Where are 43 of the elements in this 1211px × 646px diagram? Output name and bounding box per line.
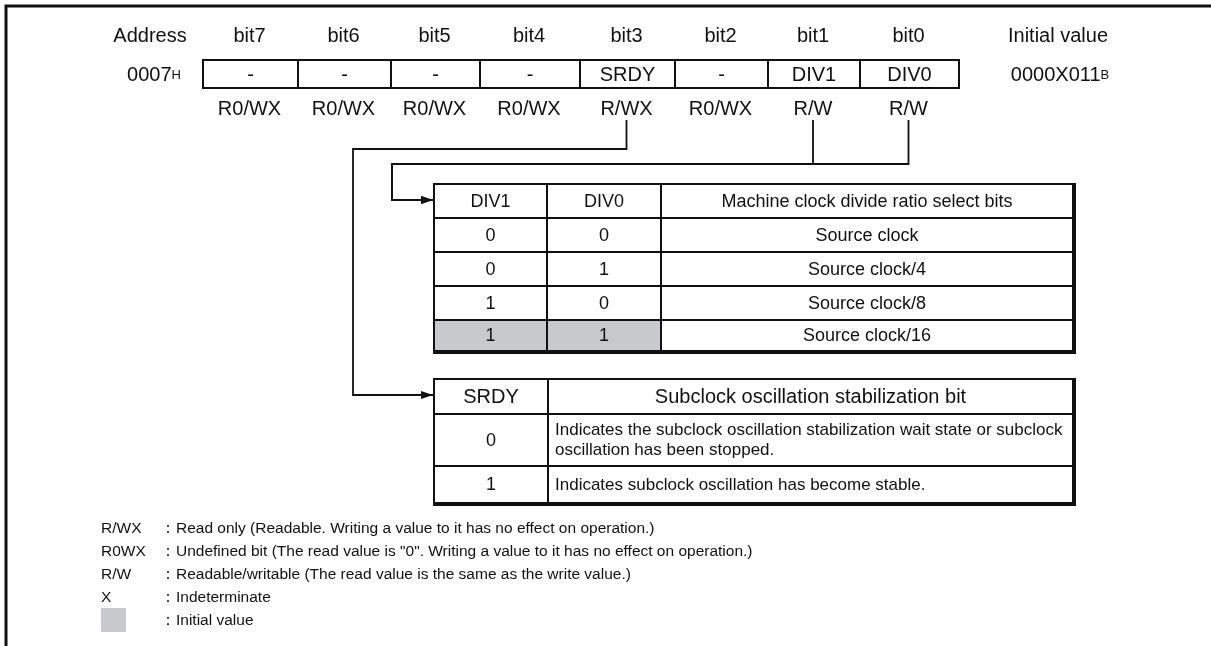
legend-description: ：Indeterminate xyxy=(160,587,271,607)
column-header: bit6 xyxy=(327,22,360,48)
access-attribute: R/W xyxy=(768,96,858,120)
table-cell: 1 xyxy=(433,319,548,352)
register-bit-cell: - xyxy=(390,59,481,89)
column-header: Initial value xyxy=(1007,22,1109,48)
access-attribute: R/WX xyxy=(581,96,672,120)
legend-description: ：Readable/writable (The read value is the same as the write value.) xyxy=(160,564,631,584)
legend-description: ：Read only (Readable. Writing a value to it has no effect on operation.) xyxy=(160,518,655,538)
register-bit-cell: - xyxy=(202,59,299,89)
legend-key: R/W xyxy=(101,563,132,585)
legend-description: ：Undefined bit (The read value is "0". Writing a value to it has no effect on operation.) xyxy=(160,541,753,561)
column-header: bit3 xyxy=(610,22,643,48)
register-bit-cell: - xyxy=(479,59,581,89)
access-attribute: R0/WX xyxy=(217,95,282,121)
column-header: Address xyxy=(113,22,187,48)
table-cell: Indicates subclock oscillation has become stable. xyxy=(547,465,1074,504)
register-bit-cell: DIV0 xyxy=(859,59,960,89)
column-header: bit4 xyxy=(512,22,546,48)
bit-setting-table xyxy=(433,378,1076,506)
connector-arrow xyxy=(352,119,628,399)
legend-key: X xyxy=(101,586,112,608)
bit-setting-table xyxy=(433,183,1076,354)
column-header: bit5 xyxy=(418,22,451,48)
table-cell: Source clock/16 xyxy=(660,319,1074,352)
column-header: bit1 xyxy=(796,22,830,48)
column-header: bit0 xyxy=(892,22,925,48)
column-header: bit2 xyxy=(704,22,737,48)
access-attribute: R0/WX xyxy=(497,95,561,121)
legend-key: R/WX xyxy=(101,517,142,539)
access-attribute: R0/WX xyxy=(402,95,467,121)
register-bit-cell: DIV1 xyxy=(767,59,861,89)
legend-description: ：Initial value xyxy=(160,610,254,630)
register-bit-cell: - xyxy=(297,59,392,89)
connector-arrow xyxy=(391,119,910,204)
access-attribute: R/W xyxy=(863,96,954,120)
register-bit-cell: - xyxy=(674,59,769,89)
legend-key: R0WX xyxy=(101,540,146,562)
table-cell: 1 xyxy=(546,319,662,352)
column-header: bit7 xyxy=(233,22,266,48)
access-attribute: R0/WX xyxy=(311,95,376,121)
access-attribute: R0/WX xyxy=(688,95,753,121)
register-bit-cell: SRDY xyxy=(579,59,676,89)
